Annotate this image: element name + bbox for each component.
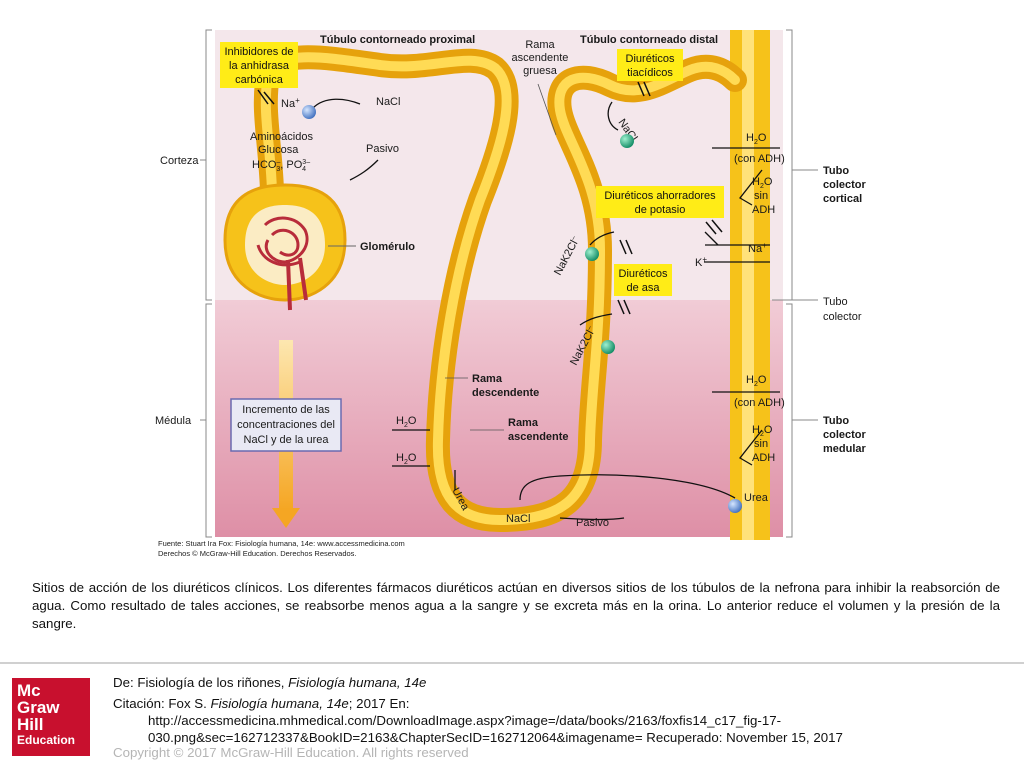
label-proximal: Túbulo contorneado proximal [320, 34, 475, 46]
label-h2o-medulla: H2O [746, 374, 767, 388]
svg-text:de asa: de asa [626, 282, 660, 294]
label-medulla: Médula [155, 415, 192, 427]
label-urea-duct: Urea [744, 492, 769, 504]
ion-ball-proximal [302, 105, 316, 119]
label-adh-2: ADH [752, 452, 775, 464]
label-medullary-duct-3: medular [823, 443, 867, 455]
svg-text:de potasio: de potasio [635, 204, 686, 216]
label-glomerulus: Glomérulo [360, 241, 415, 253]
inhibition-marks [257, 81, 723, 315]
ion-ball-loop-1 [585, 247, 599, 261]
label-thick-limb-2: ascendente [512, 52, 569, 64]
reference-url-1[interactable]: http://accessmedicina.mhmedical.com/Down… [148, 713, 782, 728]
drug-box-potassium-sparing: Diuréticos ahorradores de potasio [596, 186, 724, 218]
label-bicarbonate-phosphate: HCO–3, PO3–4 [252, 159, 310, 173]
label-aminoacids: Aminoácidos [250, 131, 313, 143]
label-h2o-cortex: H2O [746, 132, 767, 146]
svg-text:NaCl y de la urea: NaCl y de la urea [244, 434, 330, 446]
label-k-duct: K+ [695, 255, 707, 269]
svg-text:Diuréticos: Diuréticos [619, 268, 668, 280]
label-nacl-bottom: NaCl [506, 513, 530, 525]
label-ascending-1: Rama [508, 417, 539, 429]
nephron-diagram: Inhibidores de la anhidrasa carbónica Di… [155, 29, 867, 558]
leader-lines [445, 83, 557, 431]
label-cortex: Corteza [160, 155, 199, 167]
svg-text:carbónica: carbónica [235, 74, 284, 86]
transport-arrows [312, 98, 780, 521]
label-thick-limb-3: gruesa [523, 65, 558, 77]
label-ascending-2: ascendente [508, 431, 569, 443]
bowman-capsule [223, 183, 347, 302]
copyright: Copyright © 2017 McGraw-Hill Education. … [113, 745, 469, 760]
label-glucose: Glucosa [258, 144, 299, 156]
label-nacl-top: NaCl [376, 96, 400, 108]
svg-text:Diuréticos ahorradores: Diuréticos ahorradores [604, 190, 716, 202]
reference-de: De: Fisiología de los riñones, Fisiologí… [113, 675, 427, 690]
label-cortical-duct-1: Tubo [823, 165, 849, 177]
label-h2o-loop-2: H2O [396, 452, 417, 466]
ion-ball-distal [620, 134, 634, 148]
label-adh-1: ADH [752, 204, 775, 216]
label-collecting-duct-1: Tubo [823, 296, 848, 308]
drug-box-loop: Diuréticos de asa [614, 264, 672, 296]
label-cortical-duct-3: cortical [823, 193, 862, 205]
label-descending-1: Rama [472, 373, 503, 385]
label-cortical-duct-2: colector [823, 179, 867, 191]
svg-text:concentraciones del: concentraciones del [237, 419, 335, 431]
footer-divider [0, 662, 1024, 664]
duct-brackets [772, 29, 818, 538]
drug-box-thiazide: Diuréticos tiacídicos [617, 49, 683, 81]
label-con-adh-2: (con ADH) [734, 397, 785, 409]
svg-text:tiacídicos: tiacídicos [627, 67, 673, 79]
ion-ball-urea [728, 499, 742, 513]
label-thick-limb-1: Rama [525, 39, 555, 51]
label-sin-1: sin [754, 190, 768, 202]
label-medullary-duct-1: Tubo [823, 415, 849, 427]
reference-citation: Citación: Fox S. Fisiología humana, 14e;… [113, 696, 410, 711]
label-medullary-duct-2: colector [823, 429, 867, 441]
nephron-tubule [253, 45, 747, 533]
label-pasivo-top: Pasivo [366, 143, 399, 155]
source-line-1: Fuente: Stuart Ira Fox: Fisiología human… [158, 539, 405, 548]
label-sin-2: sin [754, 438, 768, 450]
label-descending-2: descendente [472, 387, 539, 399]
source-line-2: Derechos © McGraw-Hill Education. Derech… [158, 549, 357, 558]
svg-text:la anhidrasa: la anhidrasa [229, 60, 290, 72]
ion-ball-loop-2 [601, 340, 615, 354]
label-distal: Túbulo contorneado distal [580, 34, 718, 46]
svg-text:Incremento de las: Incremento de las [242, 404, 330, 416]
label-h2o-sin-2: H2O [752, 424, 773, 438]
label-na: Na+ [281, 96, 300, 110]
drug-box-carbonic: Inhibidores de la anhidrasa carbónica [220, 42, 298, 88]
label-h2o-sin-1: H2O [752, 176, 773, 190]
figure-caption: Sitios de acción de los diuréticos clíni… [32, 580, 1000, 631]
svg-text:Diuréticos: Diuréticos [626, 53, 675, 65]
label-con-adh-1: (con ADH) [734, 153, 785, 165]
publisher-logo: Mc Graw Hill Education [12, 678, 90, 756]
gradient-box: Incremento de las concentraciones del Na… [230, 398, 342, 452]
cortex-bracket [200, 29, 212, 538]
label-collecting-duct-2: colector [823, 311, 862, 323]
reference-url-2[interactable]: 030.png&sec=162712337&BookID=2163&Chapte… [148, 730, 843, 745]
label-h2o-loop-1: H2O [396, 415, 417, 429]
svg-text:Inhibidores de: Inhibidores de [224, 46, 293, 58]
glomerulus [256, 216, 309, 311]
